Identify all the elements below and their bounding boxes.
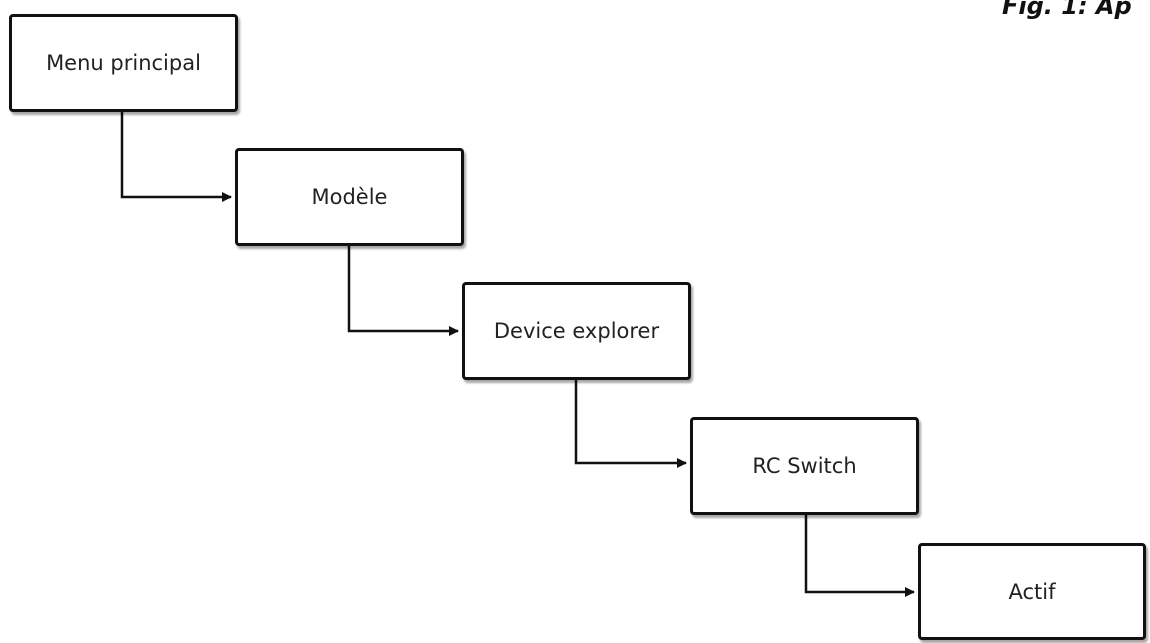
step-box-actif: Actif	[918, 543, 1146, 640]
connector-3-to-4	[574, 380, 687, 468]
connector-4-to-5	[804, 515, 915, 597]
step-box-modele: Modèle	[235, 148, 464, 246]
connector-2-to-3	[347, 246, 459, 336]
step-label: Modèle	[311, 185, 388, 209]
step-box-device-explorer: Device explorer	[462, 282, 691, 380]
step-box-menu-principal: Menu principal	[9, 14, 238, 112]
step-box-rc-switch: RC Switch	[690, 417, 919, 515]
figure-caption: Fig. 1: Ap	[1002, 0, 1132, 20]
step-label: Menu principal	[46, 51, 201, 75]
step-label: RC Switch	[752, 454, 857, 478]
step-label: Device explorer	[493, 319, 660, 343]
step-label: Actif	[1008, 579, 1056, 604]
connector-1-to-2	[120, 112, 232, 202]
